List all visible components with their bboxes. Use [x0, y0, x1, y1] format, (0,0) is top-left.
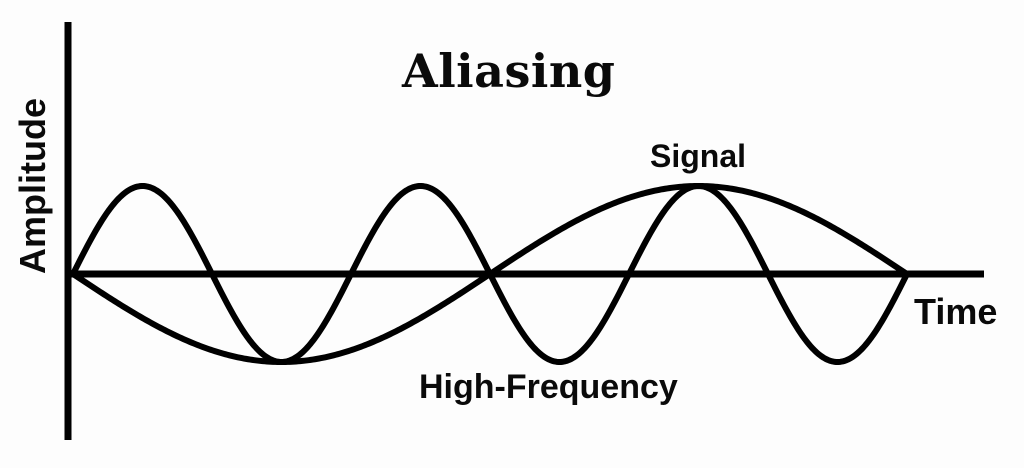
high-frequency-wave	[70, 183, 910, 365]
x-axis-label: Time	[914, 291, 998, 332]
high-frequency-label: High-Frequency	[419, 368, 678, 406]
y-axis-label: Amplitude	[12, 98, 53, 274]
signal-label: Signal	[650, 138, 747, 174]
diagram-title: Aliasing	[402, 44, 616, 98]
